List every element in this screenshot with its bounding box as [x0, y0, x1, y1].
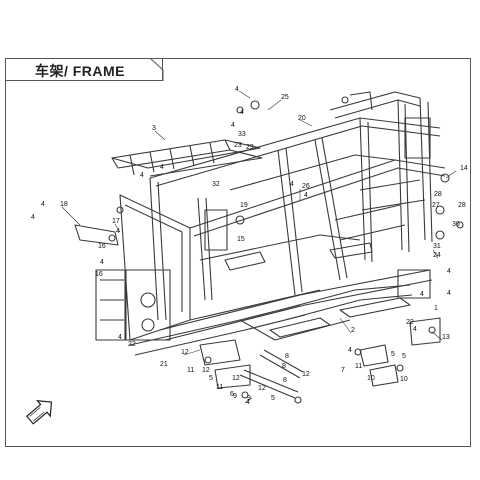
callout-label: 12 — [181, 349, 189, 356]
callout-label: 5 — [209, 375, 213, 382]
front-rack — [111, 139, 263, 177]
title-notch — [149, 57, 164, 81]
leader-line — [154, 130, 166, 141]
callout-label: 15 — [237, 236, 245, 243]
callout-label: 12 — [302, 371, 310, 378]
callout-label: 31 — [433, 243, 441, 250]
callout-label: 21 — [160, 361, 168, 368]
callout-label: 23 — [234, 142, 242, 149]
fasteners — [108, 96, 464, 404]
callout-label: 27 — [432, 202, 440, 209]
callout-label: 19 — [240, 202, 248, 209]
leader-line — [114, 223, 121, 233]
leader-line — [432, 249, 439, 259]
callout-label: 8 — [282, 363, 286, 370]
callout-label: 4 — [231, 122, 235, 129]
callout-label: 4 — [420, 291, 424, 298]
callout-label: 4 — [116, 228, 120, 235]
front-frame — [74, 177, 228, 341]
callout-label: 4 — [246, 399, 250, 406]
callout-label: 5 — [271, 395, 275, 402]
leader-line — [244, 397, 253, 404]
callout-label: 30 — [452, 221, 460, 228]
callout-label: 12 — [202, 367, 210, 374]
callout-label: 5 — [402, 353, 406, 360]
callout-label: 22 — [128, 341, 136, 348]
leader-line — [299, 119, 313, 127]
callout-label: 4 — [118, 334, 122, 341]
front-direction-arrow-icon — [25, 400, 53, 425]
callout-label: 4 — [31, 214, 35, 221]
callout-label: 10 — [400, 376, 408, 383]
callout-label: 16 — [98, 243, 106, 250]
callout-label: 25 — [281, 94, 289, 101]
callout-label: 17 — [112, 218, 120, 225]
callout-label: 11 — [187, 367, 194, 374]
callout-label: 4 — [413, 326, 417, 333]
callout-label: 26 — [302, 183, 310, 190]
callout-label: 1 — [434, 305, 438, 312]
diagram-border — [5, 58, 471, 447]
callout-label: 4 — [447, 290, 451, 297]
callout-label: 4 — [235, 86, 239, 93]
callout-label: 9 — [247, 395, 251, 402]
callout-label: 4 — [160, 164, 164, 171]
callout-label: 22 — [406, 319, 414, 326]
leader-line — [183, 349, 201, 356]
callout-label: 2 — [351, 327, 355, 334]
callout-label: 29 — [246, 144, 254, 151]
callout-label: 4 — [41, 201, 45, 208]
callout-label: 12 — [258, 385, 266, 392]
leader-line — [445, 170, 457, 179]
page-title: 车架/ FRAME — [34, 63, 126, 79]
callout-label: 4 — [290, 181, 294, 188]
callout-label: 16 — [95, 271, 103, 278]
callout-label: 7 — [341, 367, 345, 374]
bottom-plates — [224, 242, 411, 338]
callout-label: 28 — [434, 191, 442, 198]
callout-label: 4 — [140, 172, 144, 179]
callout-label: 5 — [391, 351, 395, 358]
callout-label: 9 — [233, 393, 237, 400]
leader-line — [267, 99, 282, 111]
callout-label: 12 — [232, 375, 240, 382]
callout-label: 4 — [447, 268, 451, 275]
lower-rails — [129, 234, 433, 356]
callout-label: 18 — [60, 201, 68, 208]
callout-label: 4 — [304, 192, 308, 199]
leader-line — [339, 317, 352, 334]
leader-line — [61, 206, 81, 226]
callout-label: 33 — [238, 131, 246, 138]
callout-label: 28 — [458, 202, 466, 209]
leader-line — [238, 90, 251, 99]
callout-label: 11 — [216, 384, 223, 391]
callout-label: 10 — [367, 375, 375, 382]
callout-label: 14 — [460, 165, 468, 172]
leader-line — [431, 331, 443, 341]
callout-label: 8 — [283, 377, 287, 384]
frame-drawing — [74, 91, 464, 404]
callout-label: 3 — [152, 125, 156, 132]
callout-label: 13 — [442, 334, 450, 341]
callout-label: 4 — [348, 347, 352, 354]
callout-label: 11 — [355, 363, 362, 370]
suspension-mounts — [199, 317, 441, 399]
callout-label: 24 — [433, 252, 441, 259]
callout-label: 4 — [100, 259, 104, 266]
callout-label: 4 — [240, 109, 244, 116]
rear-frame — [277, 91, 433, 299]
callout-label: 20 — [298, 115, 306, 122]
callout-label: 32 — [212, 181, 220, 188]
callout-label: 6 — [230, 391, 234, 398]
callout-label: 8 — [285, 353, 289, 360]
